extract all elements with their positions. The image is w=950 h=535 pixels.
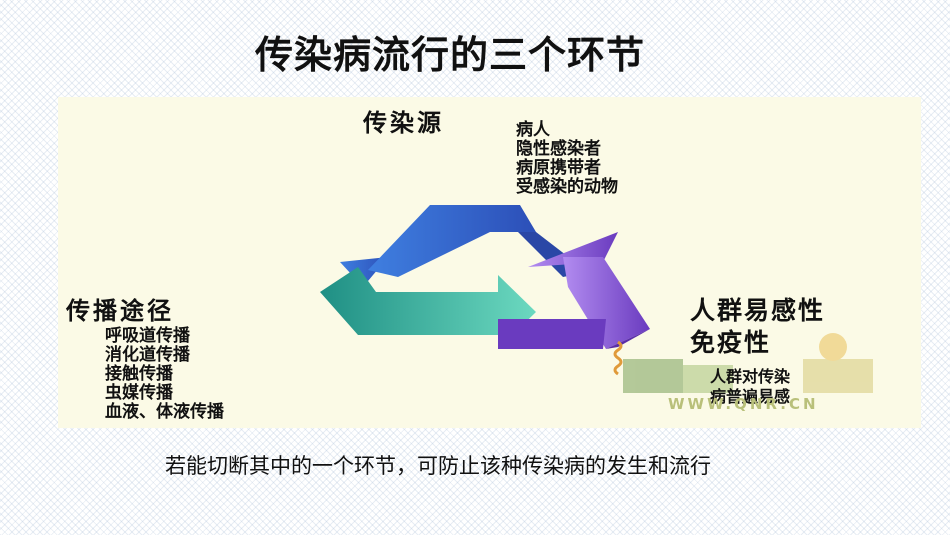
route-item: 虫媒传播: [105, 383, 173, 403]
host-title: 人群易感性 免疫性: [690, 295, 825, 359]
recycle-arrows-graphic: [320, 205, 873, 393]
slide-caption: 若能切断其中的一个环节，可防止该种传染病的发生和流行: [165, 454, 711, 478]
arrow-bottom-teal: [320, 267, 536, 349]
cycle-diagram-panel: 传染源 病人 隐性感染者 病原携带者 受感染的动物 传播途径 呼吸道传播 消化道…: [58, 97, 921, 428]
source-list: 病人 隐性感染者 病原携带者 受感染的动物: [516, 121, 618, 197]
coil-decoration-icon: [613, 340, 623, 376]
route-item: 接触传播: [105, 364, 173, 384]
route-title: 传播途径: [66, 297, 174, 325]
host-title-line: 免疫性: [690, 328, 772, 357]
slide-title: 传染病流行的三个环节: [254, 32, 645, 77]
host-item: 人群对传染: [710, 367, 791, 386]
route-list: 呼吸道传播 消化道传播 接触传播 虫媒传播 血液、体液传播: [105, 327, 224, 422]
source-item: 受感染的动物: [516, 177, 618, 197]
watermark-logo-icon: [623, 333, 873, 393]
source-title: 传染源: [363, 109, 444, 137]
host-list: 人群对传染 病普遍易感: [710, 367, 790, 407]
route-item: 消化道传播: [105, 345, 190, 365]
host-item: 病普遍易感: [710, 387, 791, 406]
host-title-line: 人群易感性: [690, 296, 826, 325]
source-item: 隐性感染者: [516, 139, 601, 159]
route-item: 血液、体液传播: [105, 402, 224, 422]
route-item: 呼吸道传播: [105, 326, 190, 346]
source-item: 病人: [516, 120, 550, 140]
source-item: 病原携带者: [516, 158, 601, 178]
watermark-url: WWW.QNR.CN: [668, 395, 819, 413]
